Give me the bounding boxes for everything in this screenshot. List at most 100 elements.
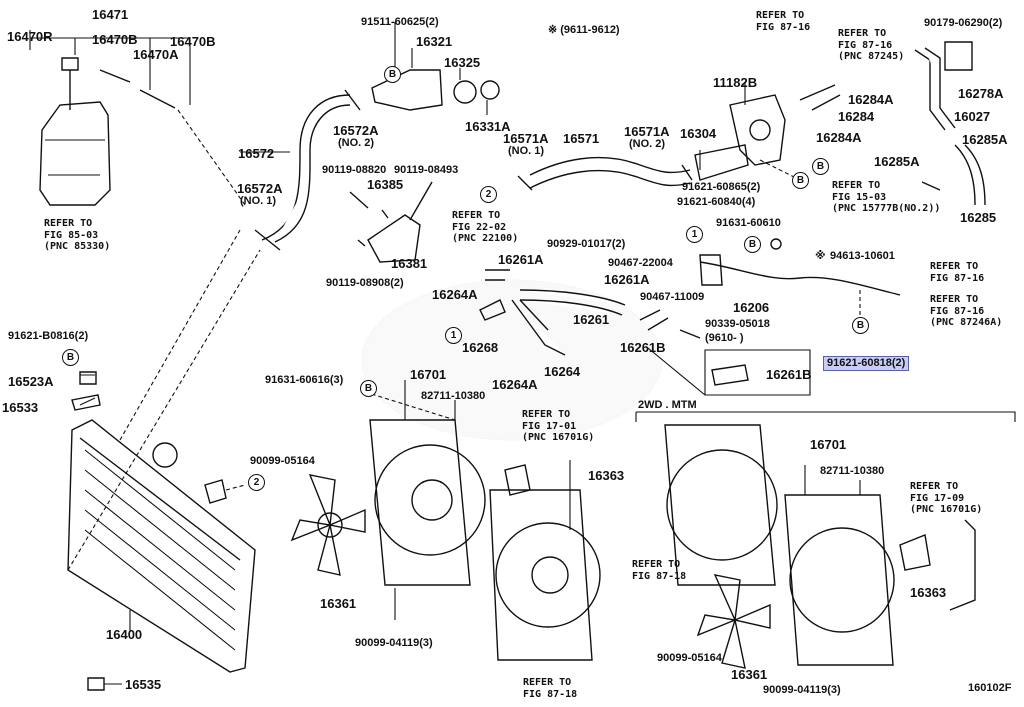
label-16285: 16285 bbox=[960, 210, 997, 225]
label-16533: 16533 bbox=[2, 400, 39, 415]
note-star-94613: ※ bbox=[815, 250, 826, 262]
callout-b-left: B bbox=[62, 349, 79, 366]
ref-fig-17-01: REFER TO FIG 17-01 (PNC 16701G) bbox=[522, 409, 595, 443]
label-90339-05018: 90339-05018 bbox=[705, 318, 770, 330]
label-16304: 16304 bbox=[680, 126, 717, 141]
ref-fig-15-03: REFER TO FIG 15-03 (PNC 15777B(NO.2)) bbox=[832, 180, 941, 214]
label-16400: 16400 bbox=[106, 627, 143, 642]
label-91621-60818-highlighted[interactable]: 91621-60818(2) bbox=[823, 356, 910, 371]
label-16470b-2: 16470B bbox=[170, 34, 216, 49]
label-16385: 16385 bbox=[367, 177, 404, 192]
label-16268: 16268 bbox=[462, 340, 499, 355]
label-16264: 16264 bbox=[544, 364, 581, 379]
callout-b-91631: B bbox=[744, 236, 761, 253]
ref-fig-17-09: REFER TO FIG 17-09 (PNC 16701G) bbox=[910, 481, 983, 515]
ref-fig-87-16-pnc87246a: REFER TO FIG 87-16 (PNC 87246A) bbox=[930, 294, 1003, 328]
label-91621-60865: 91621-60865(2) bbox=[682, 181, 761, 193]
ref-fig-22-02: REFER TO FIG 22-02 (PNC 22100) bbox=[452, 210, 519, 244]
label-16363-right: 16363 bbox=[910, 585, 947, 600]
radiator bbox=[67, 419, 256, 673]
label-2wd-mtm: 2WD . MTM bbox=[638, 399, 697, 411]
fan-blade-left bbox=[290, 474, 396, 620]
ref-fig-87-18-bottom: REFER TO FIG 87-18 bbox=[523, 677, 578, 700]
label-90179-06290: 90179-06290(2) bbox=[924, 17, 1003, 29]
label-11182b: 11182B bbox=[713, 75, 758, 90]
label-16261b-2: 16261B bbox=[766, 367, 812, 382]
label-91631-60616: 91631-60616(3) bbox=[265, 374, 344, 386]
fan-shroud-left-rear bbox=[489, 460, 601, 661]
label-90099-04119-right: 90099-04119(3) bbox=[763, 684, 841, 696]
fan-shroud-left bbox=[369, 380, 486, 586]
reservoir-tank bbox=[29, 30, 246, 206]
water-outlet bbox=[371, 22, 500, 115]
label-94613-10601: 94613-10601 bbox=[830, 250, 895, 262]
hose-16571 bbox=[517, 156, 693, 191]
label-90119-08908: 90119-08908(2) bbox=[326, 277, 404, 289]
note-no1-b: (NO. 1) bbox=[508, 145, 545, 157]
label-16278a: 16278A bbox=[958, 86, 1004, 101]
bypass-hoses bbox=[479, 269, 701, 356]
label-91511-60625: 91511-60625(2) bbox=[361, 16, 439, 28]
label-16284a-2: 16284A bbox=[816, 130, 862, 145]
ref-fig-87-16-top: REFER TO FIG 87-16 bbox=[756, 10, 811, 33]
label-16264a-1: 16264A bbox=[432, 287, 478, 302]
note-date-range: ※ (9611-9612) bbox=[548, 24, 620, 36]
group-2wd-mtm bbox=[635, 411, 1016, 669]
label-16571a-no2: 16571A bbox=[624, 124, 670, 139]
ref-fig-87-16-pnc87245: REFER TO FIG 87-16 (PNC 87245) bbox=[838, 28, 905, 62]
label-90099-05164-left: 90099-05164 bbox=[250, 455, 315, 467]
label-91621-60840: 91621-60840(4) bbox=[677, 196, 756, 208]
label-16571: 16571 bbox=[563, 131, 600, 146]
label-16572a-no2: 16572A bbox=[333, 123, 379, 138]
ref-fig-87-16-right: REFER TO FIG 87-16 bbox=[930, 261, 985, 284]
upper-radiator-hose bbox=[240, 89, 361, 251]
label-16470r: 16470R bbox=[7, 29, 53, 44]
label-16325: 16325 bbox=[444, 55, 481, 70]
label-16261: 16261 bbox=[573, 312, 610, 327]
label-16571a-no1: 16571A bbox=[503, 131, 549, 146]
label-16470a: 16470A bbox=[133, 47, 179, 62]
label-16361-right: 16361 bbox=[731, 667, 768, 682]
label-90467-11009: 90467-11009 bbox=[640, 291, 705, 303]
leader-lines bbox=[67, 159, 811, 571]
label-16261a-1: 16261A bbox=[498, 252, 544, 267]
label-16523a: 16523A bbox=[8, 374, 54, 389]
label-16284a-1: 16284A bbox=[848, 92, 894, 107]
note-no2-b: (NO. 2) bbox=[629, 138, 666, 150]
ref-fig-87-18-left: REFER TO FIG 87-18 bbox=[632, 559, 687, 582]
label-16381: 16381 bbox=[391, 256, 428, 271]
note-date-9610: (9610- ) bbox=[705, 332, 744, 344]
label-16264a-2: 16264A bbox=[492, 377, 538, 392]
label-16701-left: 16701 bbox=[410, 367, 447, 382]
label-16285a-2: 16285A bbox=[874, 154, 920, 169]
clamp-16523a bbox=[71, 371, 101, 411]
callout-1-right: 1 bbox=[686, 226, 703, 243]
label-90929-01017: 90929-01017(2) bbox=[547, 238, 626, 250]
label-16535: 16535 bbox=[125, 677, 162, 692]
label-16206: 16206 bbox=[733, 300, 770, 315]
callout-b-inlet: B bbox=[792, 172, 809, 189]
label-16572: 16572 bbox=[238, 146, 275, 161]
label-16321: 16321 bbox=[416, 34, 453, 49]
label-82711-10380-left: 82711-10380 bbox=[421, 390, 486, 402]
callout-b-pipe: B bbox=[852, 317, 869, 334]
callout-2-radiator: 2 bbox=[248, 474, 265, 491]
label-82711-10380-right: 82711-10380 bbox=[820, 465, 885, 477]
label-16285a-1: 16285A bbox=[962, 132, 1008, 147]
label-90119-08820: 90119-08820 bbox=[322, 164, 387, 176]
label-16470b-1: 16470B bbox=[92, 32, 138, 47]
label-16027: 16027 bbox=[954, 109, 991, 124]
label-16701-right: 16701 bbox=[810, 437, 847, 452]
label-16572a-no1: 16572A bbox=[237, 181, 283, 196]
note-no1-a: (NO. 1) bbox=[240, 195, 277, 207]
water-inlet bbox=[694, 82, 786, 181]
label-91621-b0816: 91621-B0816(2) bbox=[8, 330, 89, 342]
label-16471: 16471 bbox=[92, 7, 129, 22]
bracket-16381 bbox=[349, 181, 433, 263]
radiator-cap-16535 bbox=[87, 677, 122, 691]
label-16363-left: 16363 bbox=[588, 468, 625, 483]
note-no2-a: (NO. 2) bbox=[338, 137, 375, 149]
label-16261a-2: 16261A bbox=[604, 272, 650, 287]
label-16361-left: 16361 bbox=[320, 596, 357, 611]
